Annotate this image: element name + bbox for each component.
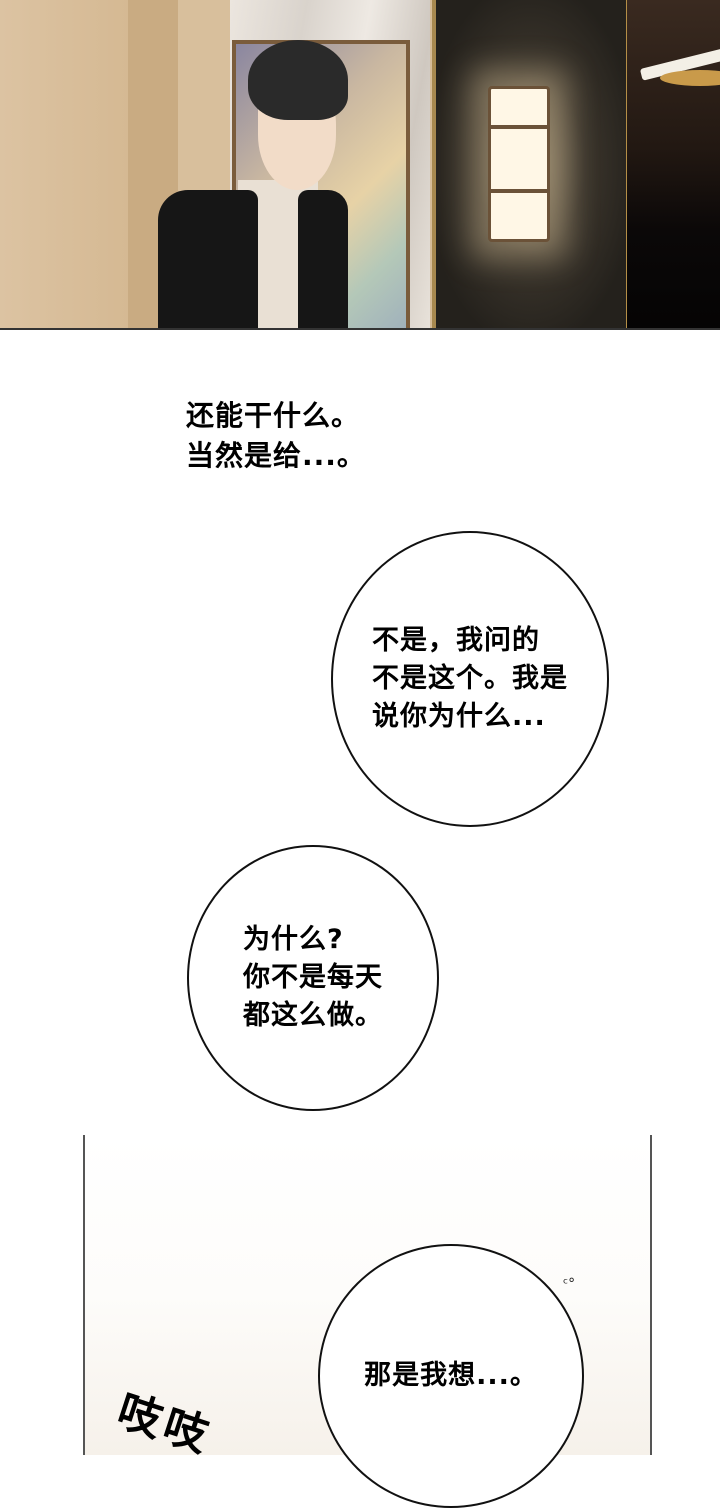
dark-doorway — [627, 0, 720, 328]
speech-bubble-1-text: 不是，我问的 不是这个。我是 说你为什么... — [372, 625, 568, 732]
speech-bubble-2: 为什么? 你不是每天 都这么做。 — [187, 845, 439, 1111]
speech-bubble-3: 那是我想...。 — [318, 1244, 584, 1508]
wall-left — [0, 0, 128, 328]
speech-bubble-1: 不是，我问的 不是这个。我是 说你为什么... — [331, 531, 609, 827]
wall-sconce-light — [488, 86, 550, 242]
ceiling-lamp-ring — [660, 70, 720, 86]
character-jacket-left — [158, 190, 258, 328]
speech-bubble-2-text: 为什么? 你不是每天 都这么做。 — [243, 924, 383, 1031]
sweat-drop-icon: ᶜ° — [563, 1276, 576, 1292]
character-hair — [248, 40, 348, 120]
narration-text: 还能干什么。 当然是给...。 — [186, 399, 366, 472]
comic-panel-top — [0, 0, 720, 330]
character-man — [158, 40, 348, 328]
character-jacket-right — [298, 190, 348, 328]
speech-bubble-3-text: 那是我想...。 — [364, 1360, 538, 1391]
